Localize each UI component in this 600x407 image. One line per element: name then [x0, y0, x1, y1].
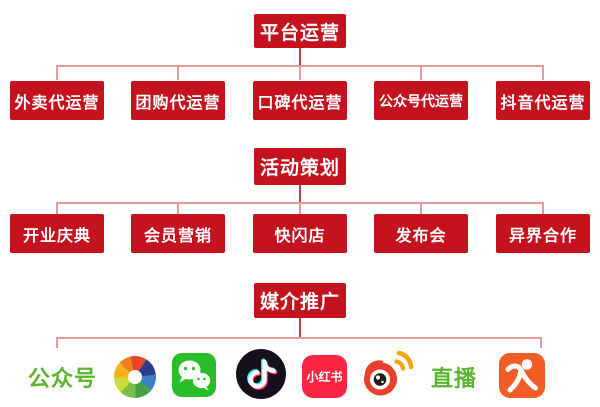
- node-douyin-agency: 抖音代运营: [496, 81, 590, 120]
- wechat-bubbles: [178, 360, 211, 391]
- node-platform-operation: 平台运营: [254, 14, 346, 48]
- node-member-marketing: 会员营销: [131, 214, 225, 253]
- douyin-note: [247, 358, 278, 390]
- connector-stub-2: [299, 185, 301, 203]
- connector-drop: [542, 66, 544, 80]
- wechat-official-account-label: 公众号: [28, 367, 98, 392]
- dianping-figure: [505, 359, 538, 393]
- connector-drop: [540, 338, 542, 348]
- node-gongzhonghao-agency: 公众号代运营: [374, 81, 468, 120]
- connector-drop: [299, 203, 301, 214]
- node-cross-industry-cooperation: 异界合作: [496, 214, 590, 253]
- live-streaming-label: 直播: [431, 367, 478, 392]
- node-opening-ceremony: 开业庆典: [10, 214, 104, 253]
- node-waimai-agency: 外卖代运营: [10, 81, 104, 120]
- node-koubei-agency: 口碑代运营: [253, 81, 347, 120]
- connector-drop: [420, 66, 422, 80]
- connector-drop: [177, 203, 179, 214]
- connector-drop: [542, 203, 544, 214]
- xiaohongshu-icon: 小红书: [302, 355, 347, 398]
- connector-drop: [56, 338, 58, 348]
- connector-drop: [299, 66, 301, 80]
- dianping-icon: [499, 353, 545, 398]
- weibo-icon: [355, 345, 417, 402]
- connector-drop: [56, 203, 58, 214]
- node-event-planning: 活动策划: [254, 148, 346, 185]
- wechat-icon: [172, 353, 216, 397]
- node-popup-store: 快闪店: [253, 214, 347, 253]
- connector-drop: [420, 203, 422, 214]
- connector-drop: [177, 66, 179, 80]
- connector-hline-3: [56, 337, 542, 339]
- node-tuangou-agency: 团购代运营: [131, 81, 225, 120]
- douyin-icon: [236, 349, 286, 399]
- connector-stub-3: [299, 318, 301, 337]
- xiaohongshu-label: 小红书: [306, 370, 343, 384]
- connector-drop: [56, 66, 58, 80]
- connector-stub-1: [299, 48, 301, 65]
- camera-aperture-icon: [114, 356, 156, 398]
- node-press-conference: 发布会: [374, 214, 468, 253]
- node-media-promotion: 媒介推广: [254, 283, 346, 318]
- weibo-eye: [364, 350, 414, 396]
